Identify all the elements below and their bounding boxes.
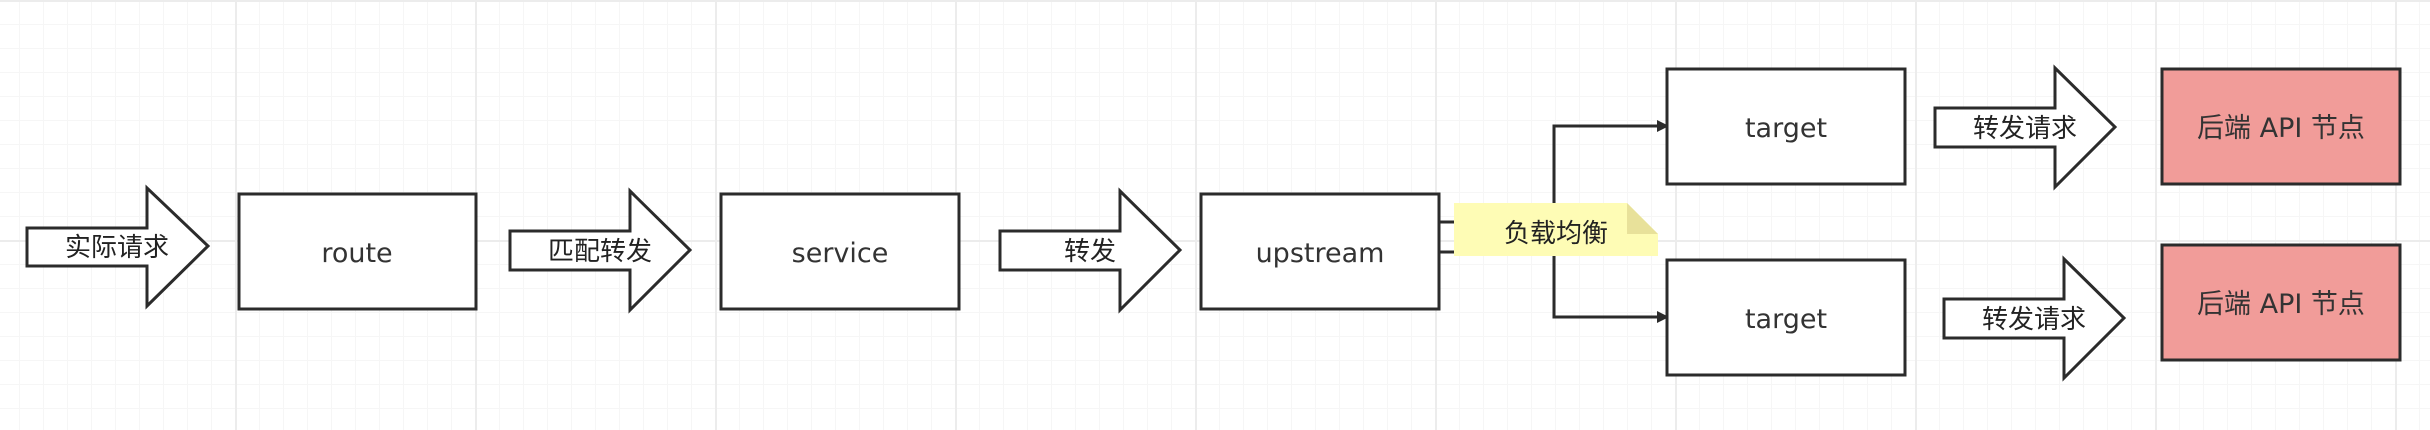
target-2-label: target bbox=[1745, 304, 1827, 335]
forward-request-2-label: 转发请求 bbox=[1982, 305, 2086, 335]
backend-node-2[interactable]: 后端 API 节点 bbox=[2160, 243, 2402, 362]
load-balance-label: 负载均衡 bbox=[1504, 219, 1608, 249]
route-label: route bbox=[321, 238, 392, 269]
forward-request-1-label: 转发请求 bbox=[1973, 114, 2077, 144]
upstream-label: upstream bbox=[1256, 238, 1385, 269]
service-box[interactable]: service bbox=[719, 192, 961, 311]
route-box[interactable]: route bbox=[237, 192, 478, 311]
request-arrow-label: 实际请求 bbox=[65, 233, 169, 263]
match-forward-arrow: 匹配转发 bbox=[508, 187, 693, 314]
target-box-2[interactable]: target bbox=[1665, 258, 1907, 377]
backend-node-1[interactable]: 后端 API 节点 bbox=[2160, 67, 2402, 186]
target-1-label: target bbox=[1745, 113, 1827, 144]
backend-node-1-label: 后端 API 节点 bbox=[2197, 113, 2365, 144]
match-forward-arrow-label: 匹配转发 bbox=[548, 237, 652, 267]
upstream-box[interactable]: upstream bbox=[1199, 192, 1441, 311]
forward-request-arrow-2: 转发请求 bbox=[1942, 255, 2127, 382]
service-label: service bbox=[792, 238, 889, 269]
backend-node-2-label: 后端 API 节点 bbox=[2197, 289, 2365, 320]
request-arrow: 实际请求 bbox=[25, 184, 211, 310]
forward-arrow-label: 转发 bbox=[1064, 237, 1116, 267]
forward-arrow: 转发 bbox=[998, 187, 1183, 314]
target-box-1[interactable]: target bbox=[1665, 67, 1907, 186]
load-balance-note: 负载均衡 bbox=[1454, 203, 1658, 256]
forward-request-arrow-1: 转发请求 bbox=[1933, 64, 2118, 191]
